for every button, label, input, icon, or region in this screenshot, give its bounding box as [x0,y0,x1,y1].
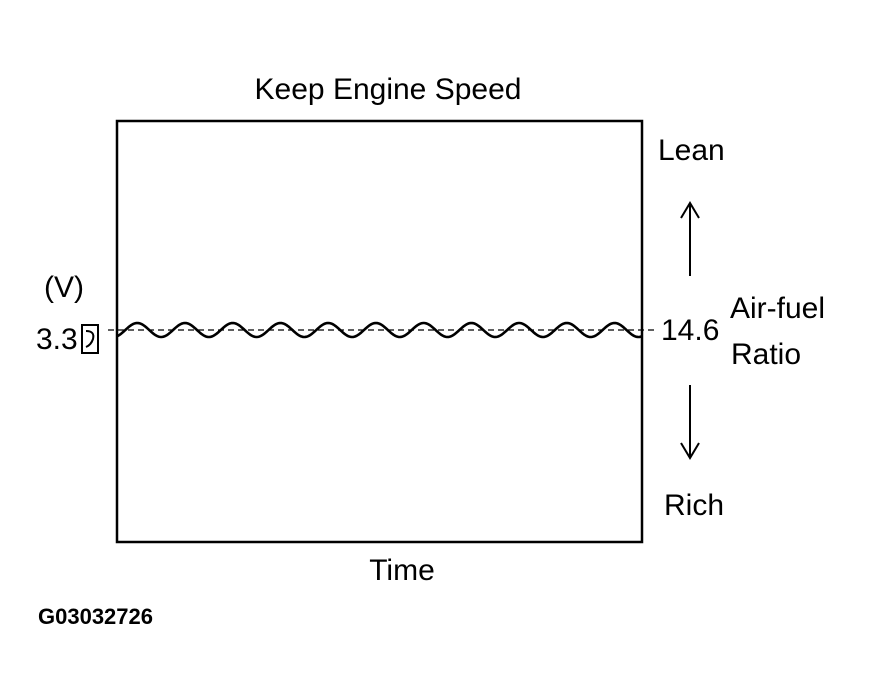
voltage-trailing-glyph [81,324,99,354]
diagram-title: Keep Engine Speed [255,73,522,106]
rich-label: Rich [664,489,724,522]
oxygen-sensor-signal-wave [116,321,643,339]
voltage-value-label: 3.3 [36,323,78,356]
lean-arrow-icon [680,201,700,276]
ratio-value-label: 14.6 [661,314,719,347]
lean-label: Lean [658,134,725,167]
ratio-label-line2: Ratio [731,338,801,371]
plot-frame [115,119,644,544]
figure-code: G03032726 [38,604,153,629]
voltage-unit-label: (V) [44,271,84,304]
rich-arrow-icon [680,385,700,460]
ratio-label-line1: Air-fuel [730,292,825,325]
x-axis-label: Time [369,554,435,587]
